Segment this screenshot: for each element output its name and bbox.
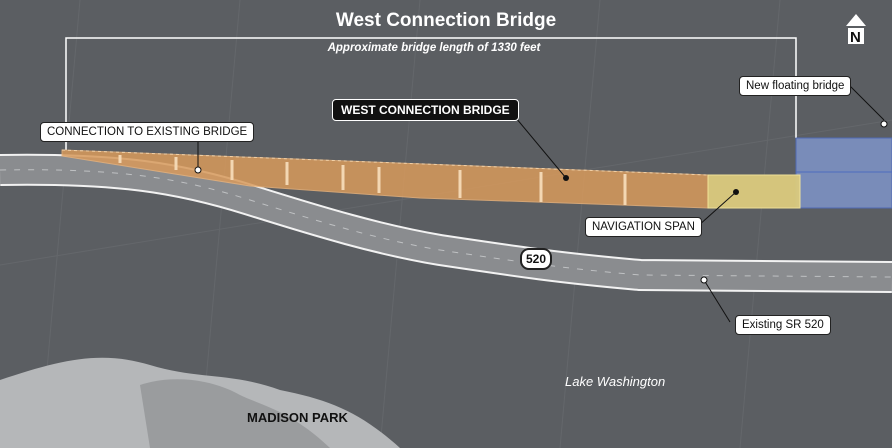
map-subtitle: Approximate bridge length of 1330 feet	[327, 42, 541, 54]
sr520-shield: 520	[520, 248, 552, 270]
navigation-span-dot	[733, 189, 739, 195]
lake-washington-label: Lake Washington	[565, 374, 666, 389]
madison-park-trees	[140, 379, 330, 448]
bridge-piers	[118, 155, 627, 205]
map-title: West Connection Bridge	[335, 10, 557, 31]
north-arrow-icon	[846, 14, 866, 44]
navigation-span	[707, 174, 801, 209]
callout-existing-sr520: Existing SR 520	[735, 315, 831, 335]
west-connection-dot	[563, 175, 569, 181]
madison-park-label: MADISON PARK	[247, 410, 348, 425]
callout-navigation-span: NAVIGATION SPAN	[585, 217, 702, 237]
north-label: N	[850, 29, 861, 46]
callout-connection-existing: CONNECTION TO EXISTING BRIDGE	[40, 122, 255, 142]
callout-west-connection-bridge: WEST CONNECTION BRIDGE	[332, 99, 519, 121]
existing-sr520-lane	[0, 169, 892, 278]
new-floating-bridge	[795, 137, 892, 209]
callout-new-floating-bridge: New floating bridge	[739, 76, 852, 96]
leader-dots	[194, 120, 888, 284]
leader-lines	[197, 85, 885, 323]
